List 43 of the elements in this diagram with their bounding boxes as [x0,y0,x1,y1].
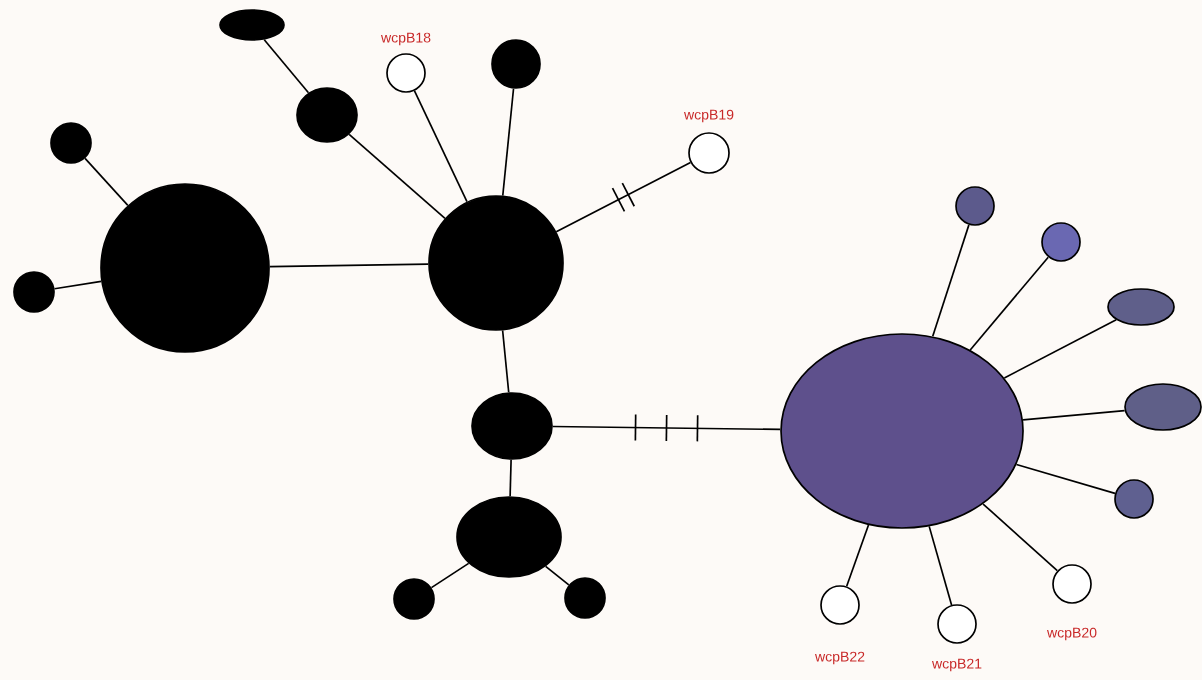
circle-marker [1041,222,1081,262]
circle-marker [100,183,270,353]
haplotype-label: wcpB18 [381,32,431,46]
connector-line [263,38,310,94]
connector-line [501,87,515,197]
circle-marker [491,39,541,89]
connector-line [552,413,782,443]
ellipse-marker [1107,288,1175,326]
connector-line [931,224,970,338]
ellipse-marker [1124,383,1202,431]
ellipse-marker [456,496,562,578]
haplotype-label: wcpB21 [932,658,982,672]
connector-line [84,157,129,207]
ellipse-marker [219,9,285,41]
circle-marker [50,122,92,164]
connector-line [1022,409,1126,421]
connector-line [928,525,953,606]
haplotype-label: wcpB20 [1047,627,1097,641]
circle-marker [564,577,606,619]
circle-marker [1114,479,1154,519]
circle-marker [428,195,564,331]
haplotype-label: wcpB19 [684,109,734,123]
haplotype-label: wcpB22 [815,651,865,665]
connector-line [555,161,692,233]
ellipse-marker [780,333,1024,529]
circle-marker [393,578,435,620]
circle-marker [13,271,55,313]
connector-line [1003,319,1118,379]
ellipse-marker [296,87,358,143]
circle-marker [955,186,995,226]
connector-line [413,90,468,203]
connector-line [430,562,470,589]
connector-line [348,133,446,220]
connector-line [969,256,1050,351]
ellipse-marker [471,392,553,460]
connector-line [53,280,103,290]
connector-line [269,263,429,268]
connector-line [544,565,570,586]
connector-line [501,329,510,394]
connector-line [509,459,512,497]
connector-line [982,503,1059,572]
connector-line [845,524,870,588]
connector-line [1015,463,1116,495]
